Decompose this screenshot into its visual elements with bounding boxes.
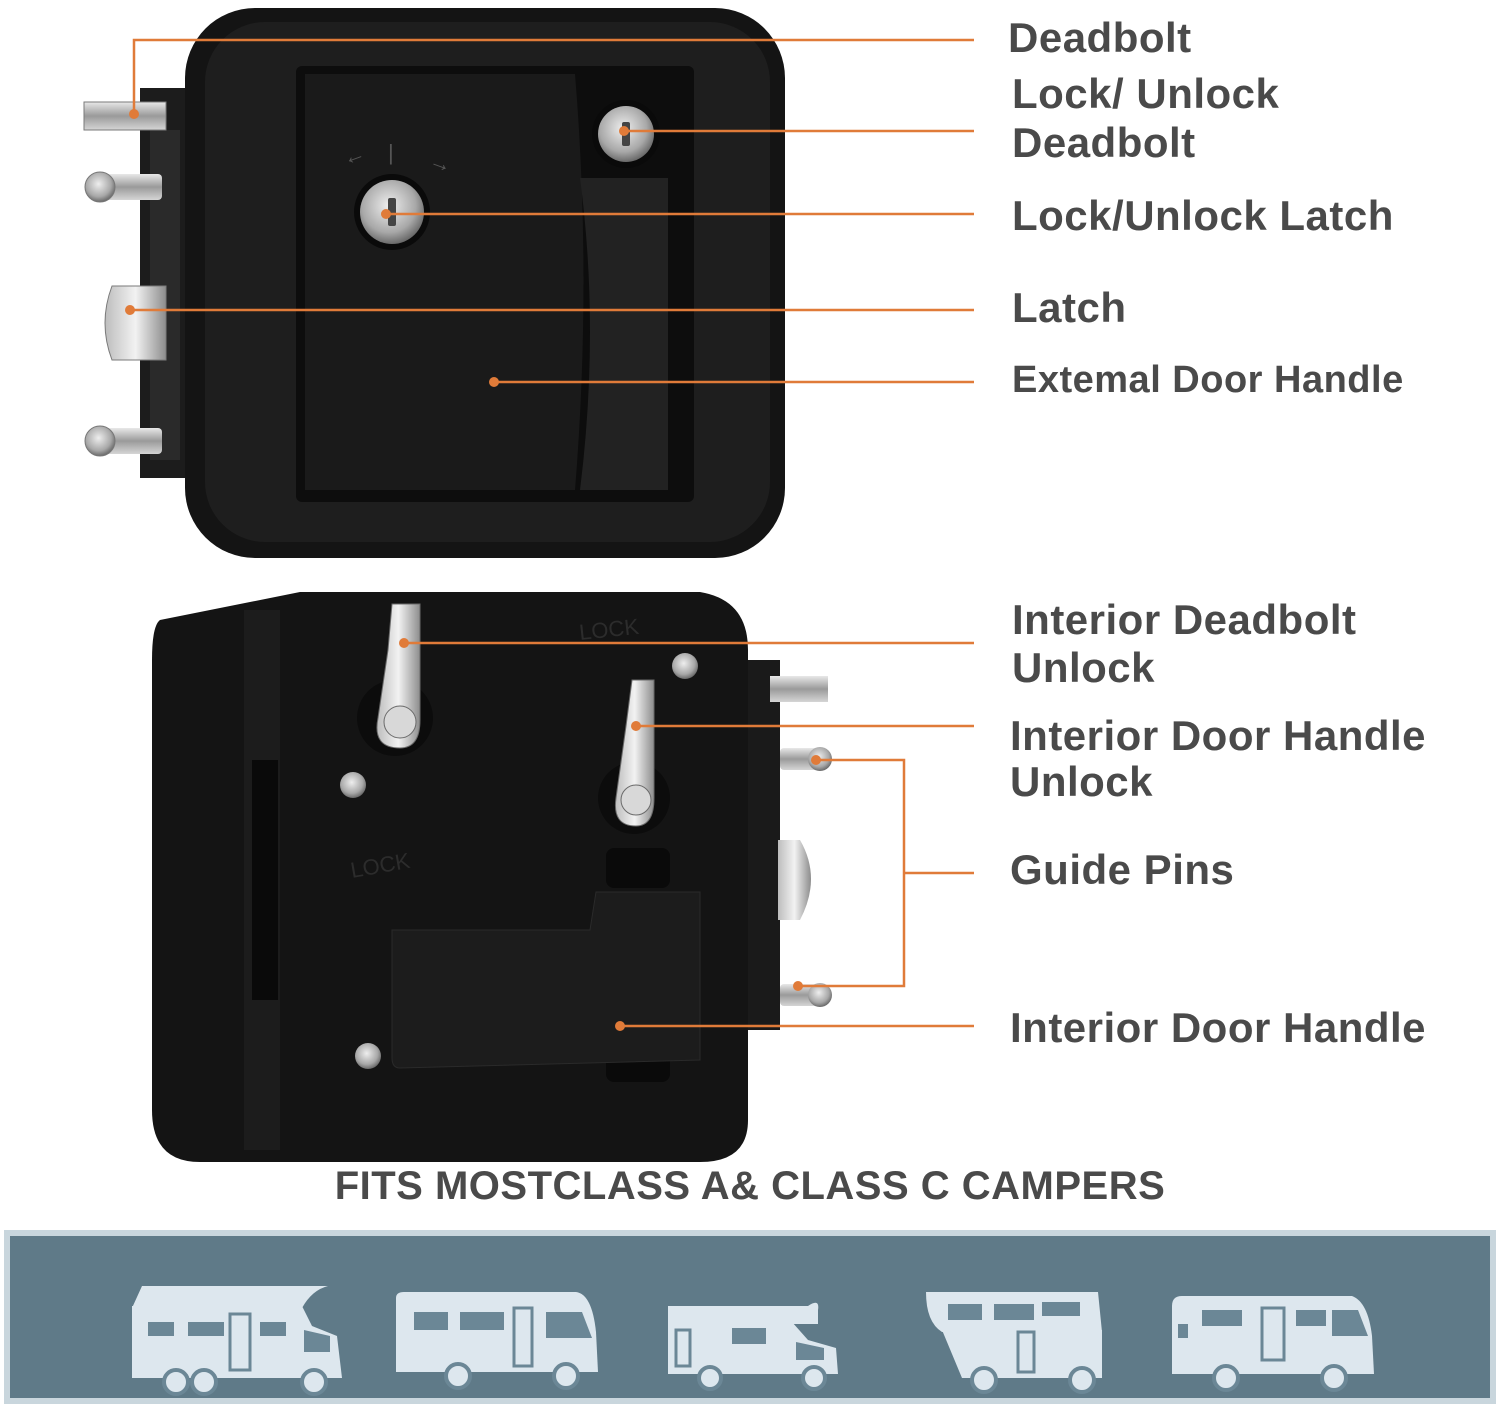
label-interior-door-handle-unlock-line1: Interior Door Handle [1010, 712, 1427, 759]
screw [340, 772, 366, 798]
label-lock-unlock-latch: Lock/Unlock Latch [1012, 192, 1394, 239]
screw [355, 1043, 381, 1069]
svg-text:|: | [388, 140, 394, 165]
label-lock-unlock-deadbolt-line1: Lock/ Unlock [1012, 70, 1280, 117]
interior-latch-tongue [778, 840, 811, 920]
interior-lock-assembly: LOCK LOCK [152, 592, 832, 1162]
guide-pin-top [100, 174, 162, 200]
label-guide-pins: Guide Pins [1010, 846, 1235, 893]
callout-bracket-guide-pins [798, 758, 906, 988]
class-c-small-motorhome-icon [668, 1302, 838, 1391]
screw [672, 653, 698, 679]
class-b-van-icon [1172, 1296, 1374, 1392]
guide-pin-bottom [100, 428, 162, 454]
class-c-motorhome-icon [132, 1286, 342, 1396]
label-external-door-handle: Extemal Door Handle [1012, 359, 1404, 401]
external-door-handle-paddle [305, 74, 584, 490]
truck-camper-icon [926, 1292, 1102, 1394]
latch-tongue [104, 285, 167, 361]
interior-handle-thumb-turn [598, 679, 670, 834]
fits-campers-heading: FITS MOSTCLASS A& CLASS C CAMPERS [334, 1164, 1166, 1208]
callout-dots [125, 109, 821, 1031]
label-interior-deadbolt-unlock-line1: Interior Deadbolt [1012, 596, 1357, 643]
interior-deadbolt-bar [770, 676, 828, 702]
label-interior-deadbolt-unlock-line2: Unlock [1012, 644, 1156, 691]
label-deadbolt: Deadbolt [1008, 14, 1192, 61]
callout-lines [130, 38, 974, 1028]
label-latch: Latch [1012, 284, 1127, 331]
exterior-lock-assembly: ← | → [83, 8, 785, 558]
label-interior-door-handle: Interior Door Handle [1010, 1004, 1427, 1051]
label-lock-unlock-deadbolt-line2: Deadbolt [1012, 119, 1196, 166]
deadbolt-bar [83, 101, 167, 131]
class-a-motorhome-icon [396, 1292, 598, 1390]
vehicle-icons-row [132, 1286, 1374, 1396]
label-interior-door-handle-unlock-line2: Unlock [1010, 758, 1154, 805]
callout-line-deadbolt [132, 38, 974, 114]
interior-deadbolt-thumb-turn [357, 603, 433, 756]
